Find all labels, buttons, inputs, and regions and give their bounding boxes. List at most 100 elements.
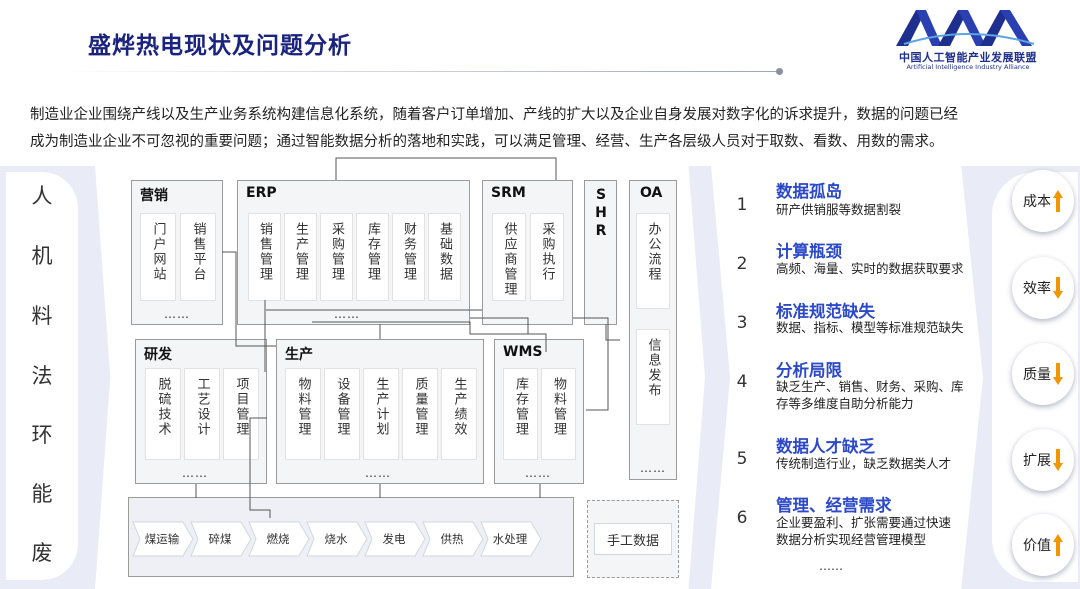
erp-more: …… xyxy=(334,307,360,321)
system-module: 生产管理 xyxy=(284,213,317,301)
process-step-water-treatment: 水处理 xyxy=(492,532,528,546)
issue-number: 1 xyxy=(736,195,748,215)
shr-system-box: SHR xyxy=(584,180,617,325)
oa-system-box: OA 办公流程 信息发布 …… xyxy=(629,180,677,480)
system-module: 物料管理 xyxy=(285,368,321,460)
system-module: 信息发布 xyxy=(636,329,670,425)
issue-title-management-needs: 管理、经营需求 xyxy=(776,496,892,515)
system-module: 采购管理 xyxy=(320,213,353,301)
alliance-logo-mark-icon xyxy=(896,10,1035,46)
issue-title-analysis-limits: 分析局限 xyxy=(776,361,842,380)
system-module: 设备管理 xyxy=(324,368,360,460)
system-module: 采购执行 xyxy=(530,213,564,301)
system-module: 质量管理 xyxy=(402,368,438,460)
erp-title: ERP xyxy=(246,185,277,201)
intro-line-1: 制造业企业围绕产线以及生产业务系统构建信息化系统，随着客户订单增加、产线的扩大以… xyxy=(30,107,958,123)
production-system-box: 生产 物料管理 设备管理 生产计划 质量管理 生产绩效 …… xyxy=(276,339,484,484)
srm-system-box: SRM 供应商管理 采购执行 xyxy=(482,180,573,325)
system-module: 项目管理 xyxy=(223,368,259,460)
erp-system-box: ERP 销售管理 生产管理 采购管理 库存管理 财务管理 基础数据 …… xyxy=(237,180,470,325)
issue-number: 3 xyxy=(736,313,748,333)
outcome-efficiency: 效率 xyxy=(1012,257,1074,319)
logo-text-en: Artificial Intelligence Industry Allianc… xyxy=(906,63,1030,71)
system-module: 库存管理 xyxy=(356,213,389,301)
issue-title-data-silo: 数据孤岛 xyxy=(776,182,842,201)
marketing-title: 营销 xyxy=(140,188,168,204)
system-module: 基础数据 xyxy=(428,213,461,301)
factor-machine: 机 xyxy=(31,244,53,268)
system-module: 财务管理 xyxy=(392,213,425,301)
outcome-label: 成本 xyxy=(1023,194,1051,210)
oa-more: …… xyxy=(640,461,666,475)
logo-text-cn: 中国人工智能产业发展联盟 xyxy=(899,51,1037,64)
outcome-expansion: 扩展 xyxy=(1012,429,1074,491)
system-module: 供应商管理 xyxy=(492,213,526,301)
system-module: 办公流程 xyxy=(636,213,670,309)
process-step-heat-supply: 供热 xyxy=(440,532,464,546)
issues-chevron xyxy=(711,166,983,589)
issue-number: 4 xyxy=(736,372,748,392)
wms-system-box: WMS 库存管理 物料管理 …… xyxy=(494,339,584,484)
process-step-combustion: 燃烧 xyxy=(266,532,290,546)
production-more: …… xyxy=(365,466,391,480)
system-module: 生产绩效 xyxy=(441,368,477,460)
outcome-quality: 质量 xyxy=(1012,343,1074,405)
issue-desc-compute-bottleneck: 高频、海量、实时的数据获取要求 xyxy=(776,261,964,276)
page-title: 盛烨热电现状及问题分析 xyxy=(88,33,352,59)
factor-waste: 废 xyxy=(31,541,53,565)
outcome-label: 质量 xyxy=(1023,367,1051,383)
factor-method: 法 xyxy=(31,364,53,388)
issue-title-standards-missing: 标准规范缺失 xyxy=(776,302,875,321)
issue-number: 5 xyxy=(736,449,748,469)
issue-desc-data-silo: 研产供销服等数据割裂 xyxy=(776,202,902,217)
shr-title: SHR xyxy=(593,187,609,241)
issue-desc-management-needs: 企业要盈利、扩张需要通过快速数据分析实现经营管理模型 xyxy=(776,515,952,547)
rd-more: …… xyxy=(182,466,208,480)
system-module: 销售管理 xyxy=(248,213,281,301)
arrow-up-icon xyxy=(1053,534,1063,556)
factor-environment: 环 xyxy=(31,423,53,447)
process-step-coal-transport: 煤运输 xyxy=(144,532,180,546)
outcome-label: 价值 xyxy=(1023,538,1051,554)
title-divider xyxy=(60,71,778,72)
oa-title: OA xyxy=(640,185,663,201)
issue-desc-standards-missing: 数据、指标、模型等标准规范缺失 xyxy=(776,320,964,335)
outcome-label: 效率 xyxy=(1023,281,1051,297)
issue-number: 2 xyxy=(736,254,748,274)
issues-more: …… xyxy=(819,559,843,573)
outcome-label: 扩展 xyxy=(1023,453,1051,469)
process-step-coal-crushing: 碎煤 xyxy=(208,532,232,546)
rd-system-box: 研发 脱硫技术 工艺设计 项目管理 …… xyxy=(135,339,267,484)
title-divider-dot xyxy=(776,68,783,75)
wms-title: WMS xyxy=(503,344,543,360)
factor-material: 料 xyxy=(31,304,53,328)
wms-more: …… xyxy=(525,466,551,480)
system-module: 门户网站 xyxy=(140,213,176,301)
arrow-down-icon xyxy=(1053,277,1063,299)
outcome-value: 价值 xyxy=(1012,514,1074,576)
issue-number: 6 xyxy=(736,508,748,528)
arrow-up-icon xyxy=(1053,190,1063,212)
srm-title: SRM xyxy=(491,185,526,201)
process-step-water-heating: 烧水 xyxy=(324,532,348,546)
arrow-down-icon xyxy=(1053,363,1063,385)
system-module: 工艺设计 xyxy=(184,368,220,460)
system-module: 生产计划 xyxy=(363,368,399,460)
system-module: 物料管理 xyxy=(541,368,576,460)
system-module: 库存管理 xyxy=(503,368,538,460)
marketing-system-box: 营销 门户网站 销售平台 …… xyxy=(131,180,223,325)
issue-title-compute-bottleneck: 计算瓶颈 xyxy=(776,242,842,261)
factor-people: 人 xyxy=(31,184,53,208)
system-module: 脱硫技术 xyxy=(145,368,181,460)
process-step-power-generation: 发电 xyxy=(382,532,406,546)
issue-title-talent-shortage: 数据人才缺乏 xyxy=(776,437,875,456)
production-title: 生产 xyxy=(285,347,313,363)
issue-desc-talent-shortage: 传统制造行业，缺乏数据类人才 xyxy=(776,456,952,471)
system-module: 销售平台 xyxy=(180,213,216,301)
issue-desc-analysis-limits: 缺乏生产、销售、财务、采购、库存等多维度自助分析能力 xyxy=(776,379,964,411)
outcome-cost: 成本 xyxy=(1012,170,1074,232)
factor-energy: 能 xyxy=(31,482,53,506)
marketing-more: …… xyxy=(164,307,190,321)
arrow-down-icon xyxy=(1053,449,1063,471)
factor-column xyxy=(6,172,78,580)
